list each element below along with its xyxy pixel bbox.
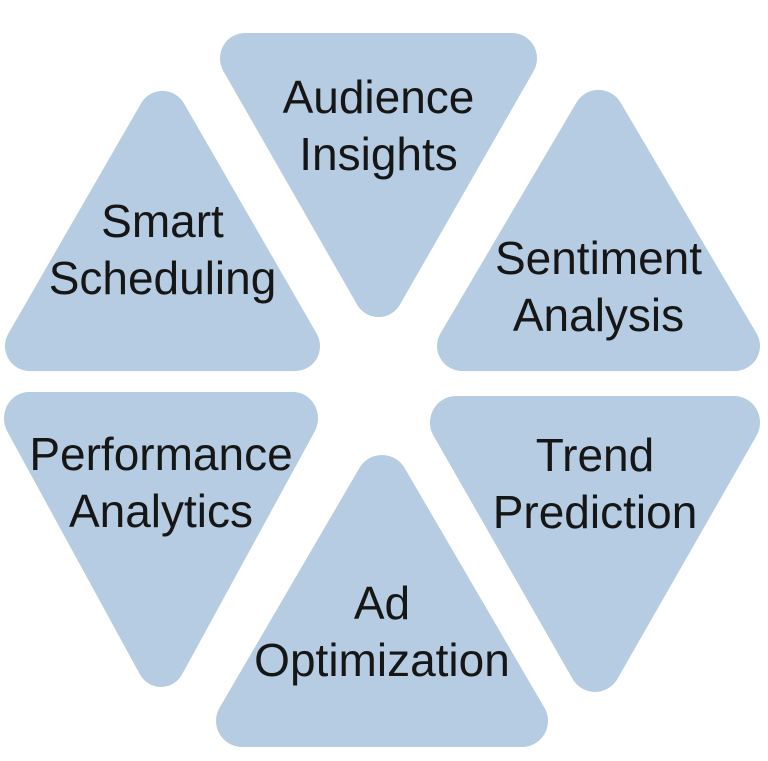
rounded-triangle-up-shape xyxy=(437,89,760,372)
label-line-2: Prediction xyxy=(492,486,698,538)
triangle-label: Sentiment Analysis xyxy=(437,230,760,344)
label-line-2: Analytics xyxy=(68,485,254,537)
triangle-ad-optimization: Ad Optimization xyxy=(216,453,548,749)
triangle-audience-insights: Audience Insights xyxy=(220,31,537,319)
triangle-trend-prediction: Trend Prediction xyxy=(430,394,760,694)
triangle-performance-analytics: Performance Analytics xyxy=(4,390,318,689)
label-line-2: Optimization xyxy=(254,634,510,686)
rounded-triangle-up-shape xyxy=(5,90,320,372)
triangle-smart-scheduling: Smart Scheduling xyxy=(5,89,320,373)
label-line-1: Performance xyxy=(29,428,293,480)
label-line-1: Audience xyxy=(282,71,475,123)
label-line-1: Ad xyxy=(353,577,411,629)
triangle-label: Audience Insights xyxy=(220,69,537,183)
triangle-label: Ad Optimization xyxy=(216,575,548,689)
rounded-triangle-down-shape xyxy=(430,396,760,692)
rounded-triangle-up-shape xyxy=(216,455,548,747)
triangle-label: Trend Prediction xyxy=(430,427,760,541)
triangle-label: Performance Analytics xyxy=(4,426,318,540)
label-line-2: Insights xyxy=(299,128,458,180)
triangle-label: Smart Scheduling xyxy=(5,193,320,307)
label-line-1: Sentiment xyxy=(494,232,703,284)
label-line-2: Scheduling xyxy=(48,252,277,304)
label-line-1: Trend xyxy=(535,429,655,481)
label-line-1: Smart xyxy=(101,195,224,247)
label-line-2: Analysis xyxy=(512,289,685,341)
rounded-triangle-down-shape xyxy=(4,392,318,687)
triangle-sentiment-analysis: Sentiment Analysis xyxy=(437,88,760,373)
rounded-triangle-down-shape xyxy=(220,32,537,318)
